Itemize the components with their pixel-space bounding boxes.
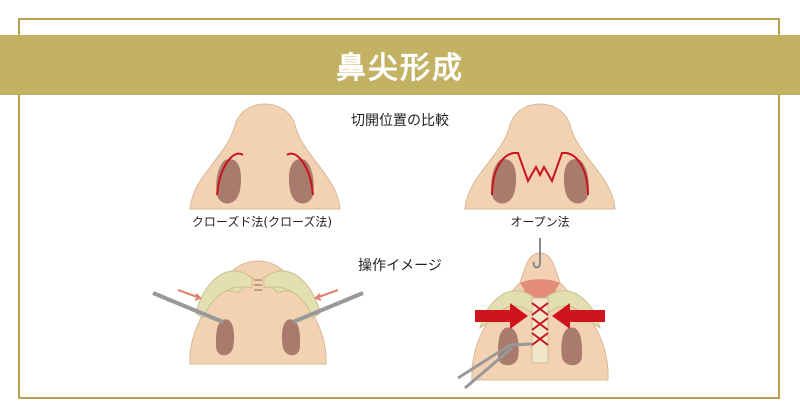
open-operation-illustration [457, 238, 609, 390]
closed-method-label: クローズド法(クローズ法) [191, 215, 333, 229]
closed-operation-illustration [152, 260, 364, 365]
open-method-label: オープン法 [510, 215, 570, 229]
incision-comparison-heading: 切開位置の比較 [351, 113, 449, 129]
title-banner: 鼻尖形成 [0, 35, 800, 95]
content-frame [18, 18, 780, 399]
operation-image-heading: 操作イメージ [358, 258, 442, 274]
open-method-nose [464, 103, 616, 210]
closed-method-nose [189, 103, 341, 210]
page-title: 鼻尖形成 [336, 51, 464, 86]
